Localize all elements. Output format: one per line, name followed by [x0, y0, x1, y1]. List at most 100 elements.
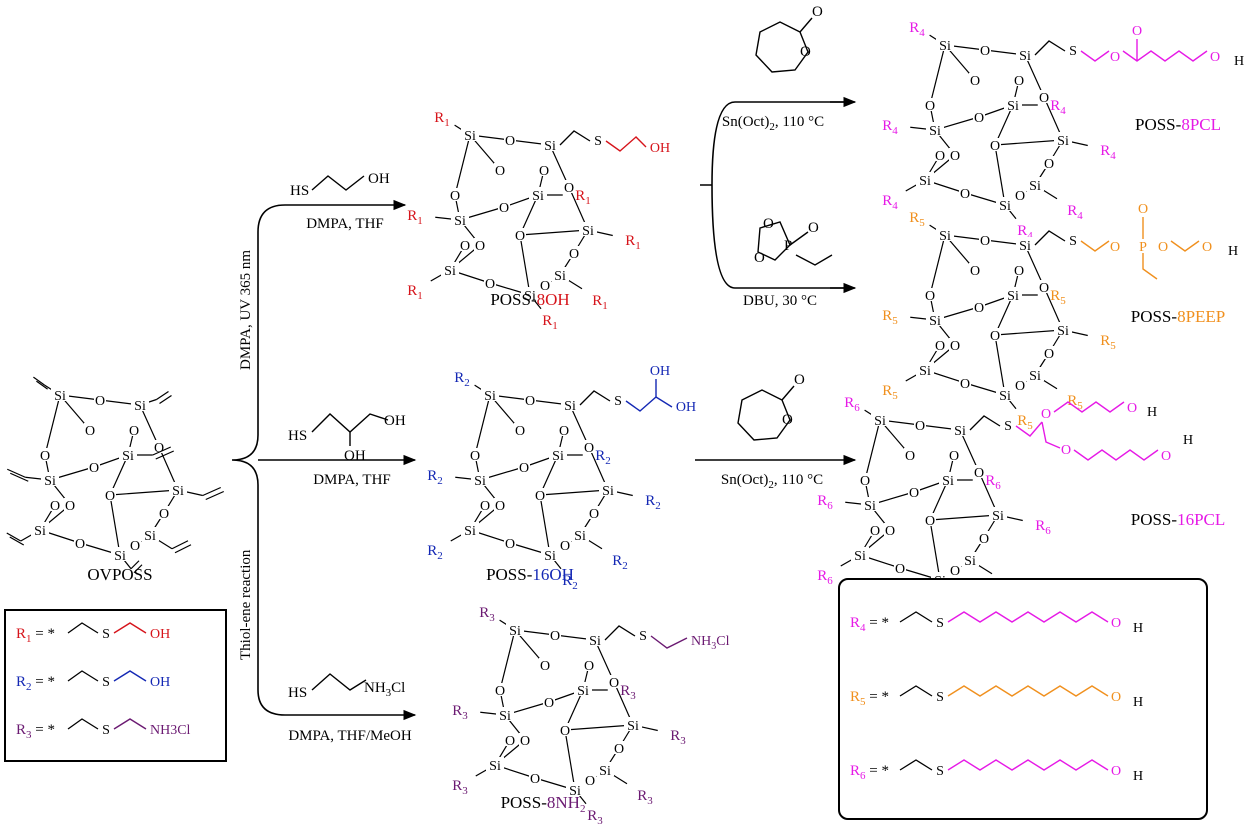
cond-dmpa-thf-1: DMPA, THF — [306, 216, 384, 232]
atom-bg — [861, 497, 879, 511]
atom-bg — [563, 180, 575, 193]
r-group-label: R5 — [1050, 288, 1066, 307]
reagent-labels: HS OH HS OH OH HS NH3Cl O O P O O O O O — [288, 4, 823, 701]
atom-bg — [989, 328, 1001, 341]
vinyl-bond — [7, 468, 26, 478]
o-atom: O — [129, 424, 139, 439]
s-atom: S — [1004, 419, 1012, 434]
arm-bond — [1080, 240, 1110, 252]
arm-chain — [1034, 230, 1066, 246]
arm-bond — [969, 415, 1001, 431]
atom-bg — [169, 482, 187, 496]
atom-bg — [471, 472, 489, 486]
si-o-bond — [539, 494, 551, 556]
si-atom: Si — [554, 269, 566, 284]
arm-bond — [625, 396, 673, 412]
atom-bg — [951, 422, 969, 436]
atom-bg — [561, 397, 579, 411]
si-atom: Si — [602, 484, 614, 499]
caprolactone-2 — [737, 385, 795, 441]
si-atom: Si — [864, 499, 876, 514]
atom-bg — [908, 485, 920, 498]
atom-bg — [551, 267, 569, 281]
atom-bg — [1026, 177, 1044, 191]
legend-r-label: R1 = * — [16, 626, 55, 645]
atom-bg — [574, 682, 592, 696]
svg-text:O: O — [754, 250, 765, 266]
si-atom: Si — [474, 474, 486, 489]
r-group-label: R2 — [595, 448, 611, 467]
o-atom: O — [895, 562, 905, 577]
atom-bg — [449, 188, 461, 201]
o-atom: O — [540, 279, 550, 294]
atom-bg — [979, 43, 991, 56]
si-atom: Si — [919, 364, 931, 379]
si-o-bond — [519, 234, 531, 296]
r-group-label: R4 — [882, 193, 898, 212]
label-16oh: POSS-16OH — [486, 565, 574, 584]
legend-polymer-chain — [947, 759, 1109, 771]
si-atom: Si — [992, 509, 1004, 524]
atom-bg — [1014, 378, 1026, 391]
o-atom: O — [925, 99, 935, 114]
legend-end-group: NH3Cl — [150, 723, 191, 738]
o-atom: O — [525, 394, 535, 409]
atom-bg — [559, 723, 571, 736]
o-atom: O — [159, 507, 169, 522]
o-atom: O — [584, 659, 594, 674]
si-atom: Si — [569, 784, 581, 799]
atom-bg — [119, 447, 137, 461]
split-bracket — [700, 101, 852, 289]
ethylene-phosphate — [757, 221, 833, 266]
r-group-label: R3 — [479, 605, 495, 624]
label-16pcl: POSS-16PCL — [1131, 510, 1226, 529]
r-group-label: R6 — [844, 395, 860, 414]
s-atom: S — [936, 764, 944, 779]
atom-bg — [514, 423, 526, 436]
o-atom: O — [1039, 91, 1049, 106]
o-atom: O — [550, 629, 560, 644]
o-atom: O — [50, 499, 60, 514]
legend-r-label: R4 = * — [850, 615, 889, 634]
atom-bg — [539, 278, 551, 291]
vinyl-bond — [202, 486, 221, 497]
o-atom: O — [564, 181, 574, 196]
atom-bg — [599, 482, 617, 496]
o-atom: O — [470, 449, 480, 464]
s-atom: S — [1069, 234, 1077, 249]
si-atom: Si — [577, 684, 589, 699]
o-atom: O — [584, 441, 594, 456]
o-atom: O — [1015, 379, 1025, 394]
oh-group: OH — [650, 364, 670, 379]
atom-bg — [924, 98, 936, 111]
atom-bg — [521, 287, 539, 301]
arm-bond — [1034, 230, 1066, 246]
atom-bg — [1004, 287, 1022, 301]
atom-bg — [904, 448, 916, 461]
svg-text:O: O — [812, 4, 823, 20]
atom-bg — [926, 312, 944, 326]
atom-bg — [924, 288, 936, 301]
r-group-label: R2 — [454, 370, 470, 389]
atom-bg — [596, 762, 614, 776]
atom-bg — [74, 536, 86, 549]
atom-bg — [494, 163, 506, 176]
atom-bg — [541, 547, 559, 561]
o-atom: O — [75, 537, 85, 552]
o-atom: O — [569, 247, 579, 262]
r-group-label: R5 — [1100, 333, 1116, 352]
si-atom: Si — [1007, 99, 1019, 114]
vinyl-bond — [152, 446, 171, 456]
atom-bg — [989, 138, 1001, 151]
atom-bg — [936, 227, 954, 241]
atom-bg — [529, 187, 547, 201]
s-atom: S — [1069, 44, 1077, 59]
o-atom: O — [870, 524, 880, 539]
o-atom: O — [935, 149, 945, 164]
atom-bg — [916, 362, 934, 376]
o-atom: O — [1210, 50, 1220, 65]
o-atom: O — [970, 74, 980, 89]
